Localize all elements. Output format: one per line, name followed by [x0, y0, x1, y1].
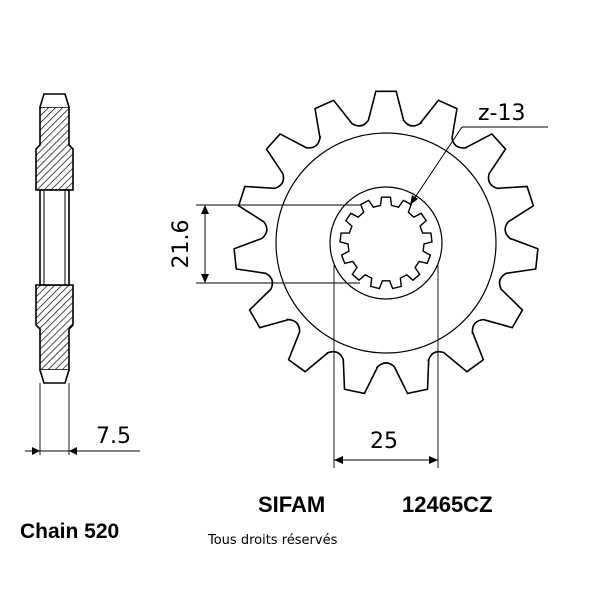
profile-tooth-top [39, 93, 70, 108]
front-view [233, 90, 539, 395]
bore-diameter-label: 21.6 [169, 220, 194, 269]
part-number-label: 12465CZ [402, 492, 493, 517]
tooth-count-label: z-13 [478, 101, 525, 126]
profile-hatched-section [35, 106, 74, 191]
hub-diameter-label: 25 [370, 429, 398, 454]
bore-dimension: 21.6 [169, 204, 360, 284]
profile-tooth-bottom [39, 369, 70, 384]
thickness-dimension: 7.5 [25, 424, 140, 455]
profile-hub [39, 189, 70, 286]
thickness-label: 7.5 [96, 424, 131, 449]
spline-bore [339, 196, 433, 290]
hub-dimension: 25 [333, 265, 439, 468]
chain-label: Chain 520 [20, 520, 119, 543]
profile-hatched-section-lower [35, 284, 74, 371]
pitch-circle [275, 132, 497, 354]
side-profile-view [35, 93, 74, 455]
hub-circle [329, 186, 443, 300]
brand-label: SIFAM [258, 492, 325, 517]
copyright-label: Tous droits réservés [207, 533, 338, 548]
tooth-count-leader: z-13 [409, 101, 548, 206]
